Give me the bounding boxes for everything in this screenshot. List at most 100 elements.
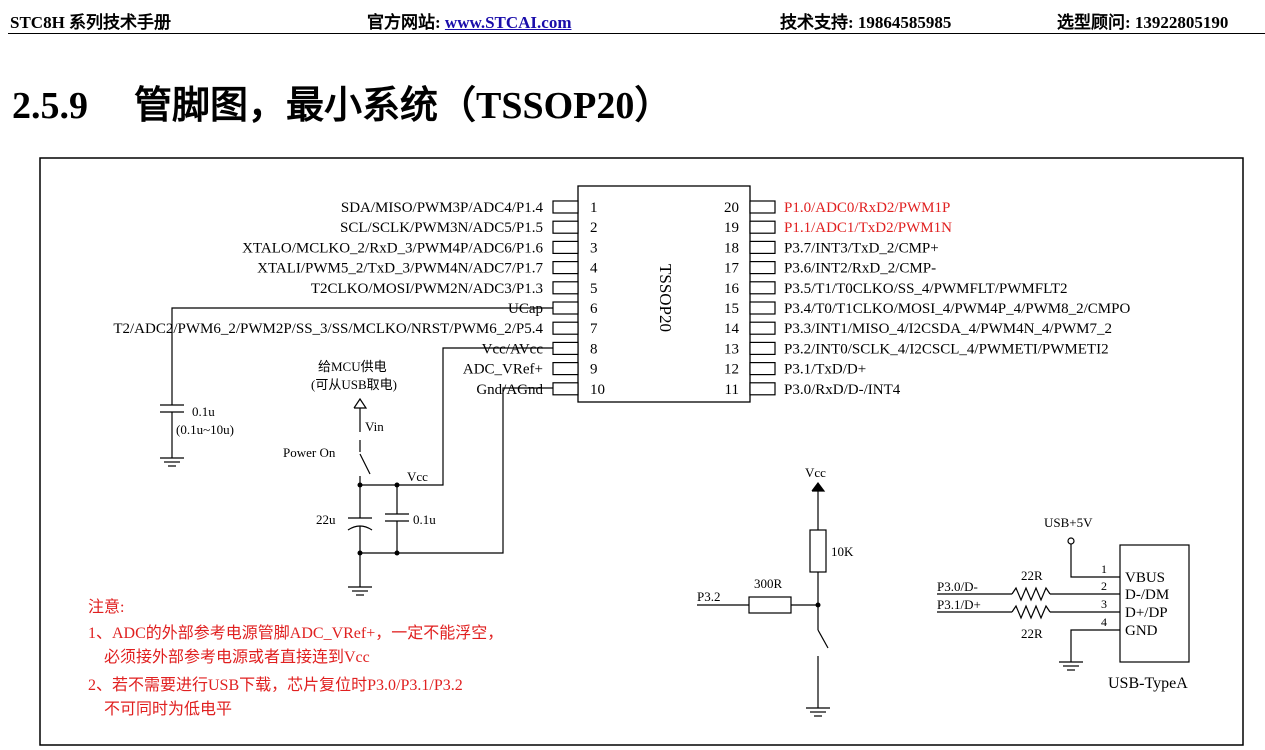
note-line-1: 1、ADC的外部参考电源管脚ADC_VRef+，一定不能浮空， [88,624,503,642]
supply-note-1: 给MCU供电 [318,359,387,374]
diagram-frame [39,157,1244,746]
pin-label-right: P3.4/T0/T1CLKO/MOSI_4/PWM4P_4/PWM8_2/CMP… [784,301,1130,317]
usb-pin-label: D+/DP [1125,605,1168,621]
pin-label-left: Gnd/AGnd [476,382,543,398]
pin-number: 2 [590,220,598,236]
section-text: 管脚图，最小系统（TSSOP20） [134,85,673,127]
pin-label-right: P3.6/INT2/RxD_2/CMP- [784,261,936,277]
supply-note-2: (可从USB取电) [311,377,397,392]
pin-label-right: P3.3/INT1/MISO_4/I2CSDA_4/PWM4N_4/PWM7_2 [784,321,1112,337]
pin-number: 5 [590,281,598,297]
cap-01u-label: 0.1u [413,512,436,527]
power-circuit [347,347,553,596]
pin-label-left: XTALI/PWM5_2/TxD_3/PWM4N/ADC7/P1.7 [257,261,543,277]
tech-support: 技术支持: 19864585985 [780,13,952,32]
pin-label-right: P3.2/INT0/SCLK_4/I2CSCL_4/PWMETI/PWMETI2 [784,341,1109,357]
pin-box-left [552,301,579,315]
pin-box-right [749,382,776,396]
pin-number: 8 [590,341,598,357]
notes-heading: 注意: [88,597,124,616]
note-line-4: 不可同时为低电平 [104,700,232,718]
pin-number: 4 [590,261,598,277]
pin-label-right: P3.7/INT3/TxD_2/CMP+ [784,240,939,256]
pin-box-right [749,321,776,335]
pin-box-left [552,200,579,214]
r-300-label: 300R [754,576,783,591]
usb-pin-label: D-/DM [1125,587,1169,603]
power-on-label: Power On [283,445,336,460]
header-rule [8,33,1265,34]
pin-box-right [749,261,776,275]
pin-number: 7 [590,321,598,337]
pin-box-right [749,240,776,254]
pin-label-left: SDA/MISO/PWM3P/ADC4/P1.4 [341,200,544,216]
pin-box-left [552,281,579,295]
section-number: 2.5.9 [12,85,88,127]
consultant: 选型顾问: 13922805190 [1057,13,1229,32]
pin-label-left: T2CLKO/MOSI/PWM2N/ADC3/P1.3 [311,281,543,297]
pin-label-left: XTALO/MCLKO_2/RxD_3/PWM4P/ADC6/P1.6 [242,240,543,256]
pin-box-left [552,240,579,254]
ucap-cap-value: 0.1u [192,404,215,419]
pin-box-left [552,220,579,234]
usb-connector-name: USB-TypeA [1108,675,1188,692]
usb-pin-number: 2 [1101,579,1107,593]
pin-box-left [552,382,579,396]
pin-label-left: T2/ADC2/PWM6_2/PWM2P/SS_3/SS/MCLKO/NRST/… [113,321,543,337]
usb-5v-label: USB+5V [1044,515,1093,530]
usb-circuit [937,537,1190,671]
note-line-2: 必须接外部参考电源或者直接连到Vcc [104,648,370,666]
pin-label-right: P3.5/T1/T0CLKO/SS_4/PWMFLT/PWMFLT2 [784,281,1068,297]
r-10k-label: 10K [831,544,854,559]
website: 官方网站: www.STCAI.com [367,8,571,33]
pin-box-right [749,301,776,315]
pin-number: 20 [724,200,739,216]
junction-dots [357,482,821,608]
pin-number: 10 [590,382,605,398]
pin-number: 6 [590,301,598,317]
ucap-circuit [160,307,553,467]
pin-box-right [749,220,776,234]
pin-box-left [552,362,579,376]
pin-number: 15 [724,301,739,317]
notes: 注意: 1、ADC的外部参考电源管脚ADC_VRef+，一定不能浮空， 必须接外… [88,597,503,718]
website-label: 官方网站: [367,13,445,32]
p32-label: P3.2 [697,589,720,604]
pin-label-right: P3.1/TxD/D+ [784,362,866,378]
pin-number: 16 [724,281,740,297]
pin-label-left: Vcc/AVcc [482,341,544,357]
note-line-3: 2、若不需要进行USB下载，芯片复位时P3.0/P3.1/P3.2 [88,676,463,694]
pin-box-left [552,321,579,335]
chip-name: TSSOP20 [656,264,675,332]
cap-22u-label: 22u [316,512,336,527]
p32-circuit [697,482,830,717]
manual-title: STC8H 系列技术手册 [10,13,172,32]
usb-pin-number: 4 [1101,615,1107,629]
chip-pins: 1 SDA/MISO/PWM3P/ADC4/P1.4 2 SCL/SCLK/PWM3N… [113,200,1130,398]
pin-number: 19 [724,220,739,236]
pin-box-left [552,341,579,355]
pin-label-right: P1.0/ADC0/RxD2/PWM1P [784,200,950,216]
pin-number: 1 [590,200,598,216]
pin-number: 14 [724,321,740,337]
pin-box-right [749,341,776,355]
usb-pin-label: VBUS [1125,570,1165,586]
website-link[interactable]: www.STCAI.com [444,13,572,32]
usb-p31-label: P3.1/D+ [937,597,981,612]
pin-number: 3 [590,240,598,256]
pin-box-right [749,281,776,295]
usb-r1-label: 22R [1021,568,1043,583]
pin-label-left: SCL/SCLK/PWM3N/ADC5/P1.5 [340,220,543,236]
ucap-cap-range: (0.1u~10u) [176,422,234,437]
pin-label-left: UCap [508,301,543,317]
pin-box-right [749,200,776,214]
page-header: STC8H 系列技术手册 官方网站: www.STCAI.com 技术支持: 1… [0,0,1265,34]
pin-number: 17 [724,261,740,277]
vin-label: Vin [365,419,384,434]
usb-pin-label: GND [1125,623,1158,639]
usb-r2-label: 22R [1021,626,1043,641]
section-title: 2.5.9 管脚图，最小系统（TSSOP20） [12,74,672,129]
usb-pin-number: 3 [1101,597,1107,611]
pin-number: 11 [725,382,739,398]
